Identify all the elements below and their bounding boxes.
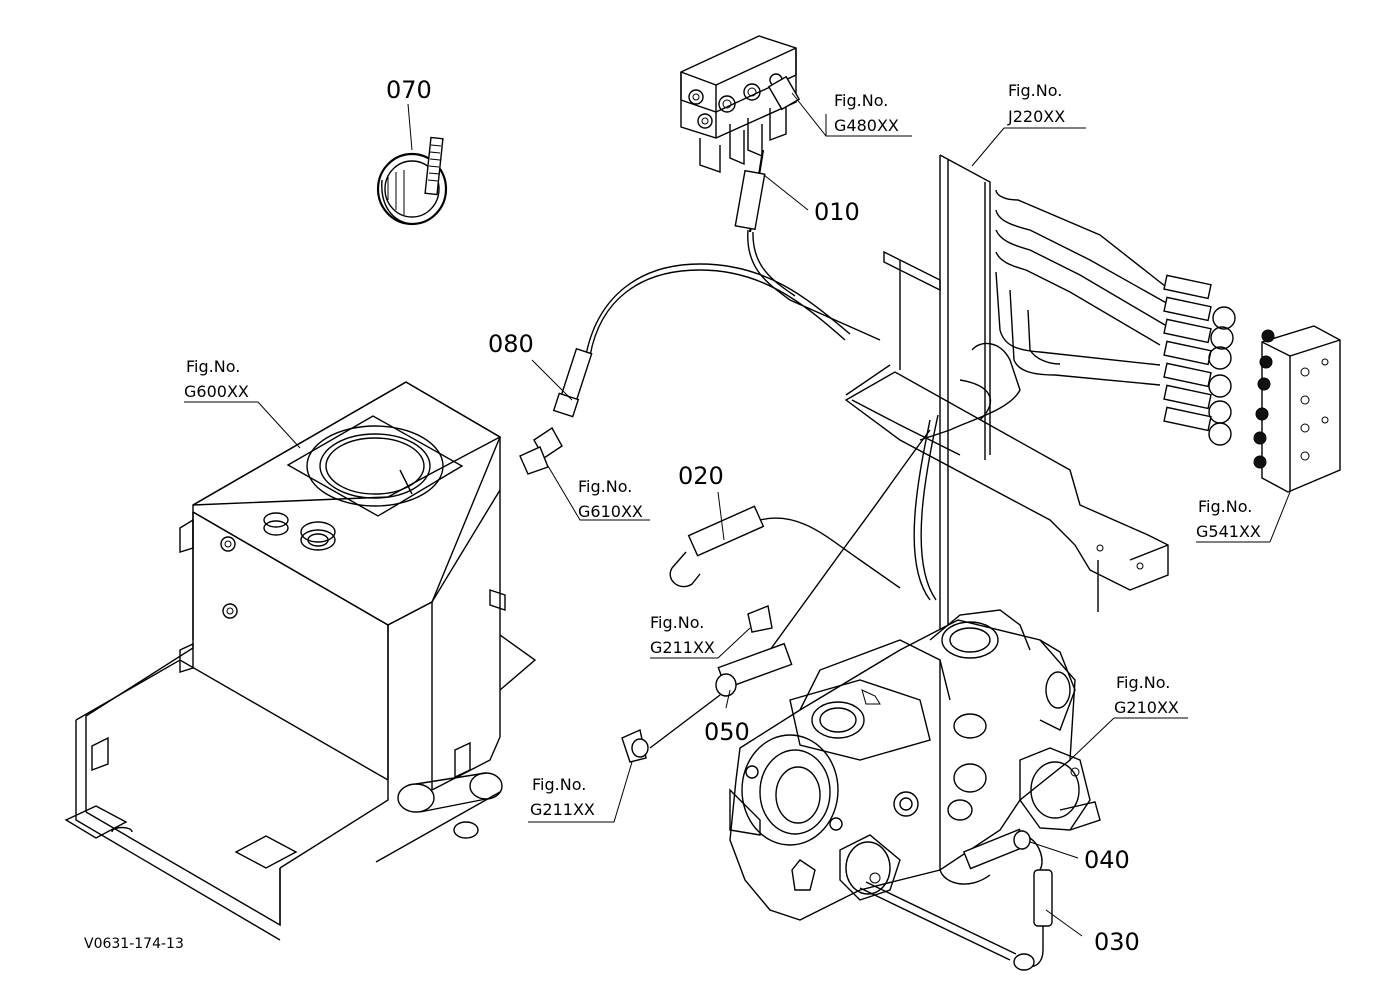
svg-text:Fig.No.: Fig.No.: [532, 775, 586, 794]
svg-text:G480XX: G480XX: [834, 116, 899, 135]
fig-ref-j220xx: Fig.No. J220XX: [1007, 81, 1065, 126]
fig-ref-g600xx: Fig.No. G600XX: [184, 357, 249, 401]
fig-ref-g610xx: Fig.No. G610XX: [578, 477, 643, 521]
fig-ref-g480xx: Fig.No. G480XX: [834, 91, 899, 135]
svg-text:Fig.No.: Fig.No.: [578, 477, 632, 496]
label-020: 020: [678, 462, 724, 490]
svg-text:G211XX: G211XX: [530, 800, 595, 819]
fitting-050: [621, 605, 793, 763]
label-070: 070: [386, 76, 432, 104]
hydraulic-tank: [64, 381, 537, 941]
svg-text:Fig.No.: Fig.No.: [650, 613, 704, 632]
leader-lines: [184, 92, 1291, 937]
label-080: 080: [488, 330, 534, 358]
svg-text:Fig.No.: Fig.No.: [1008, 81, 1062, 100]
hose-couplings: [1163, 274, 1236, 446]
label-010: 010: [814, 198, 860, 226]
diagram-code: V0631-174-13: [84, 936, 184, 952]
label-050: 050: [704, 718, 750, 746]
fig-ref-g211xx-upper: Fig.No. G211XX: [650, 613, 715, 657]
hose-010: [734, 149, 881, 341]
svg-text:Fig.No.: Fig.No.: [834, 91, 888, 110]
fig-ref-g541xx: Fig.No. G541XX: [1196, 497, 1261, 541]
svg-text:G600XX: G600XX: [184, 382, 249, 401]
label-030: 030: [1094, 928, 1140, 956]
svg-text:G541XX: G541XX: [1196, 522, 1261, 541]
svg-text:Fig.No.: Fig.No.: [186, 357, 240, 376]
svg-text:G211XX: G211XX: [650, 638, 715, 657]
coupler-manifold: [1253, 325, 1341, 493]
hose-020: [669, 429, 931, 651]
frame-bracket: [844, 154, 1236, 660]
band-clamp: [376, 136, 448, 226]
svg-text:G610XX: G610XX: [578, 502, 643, 521]
hose-040: [939, 660, 1043, 885]
svg-text:Fig.No.: Fig.No.: [1116, 673, 1170, 692]
fig-ref-g211xx-lower: Fig.No. G211XX: [530, 775, 595, 819]
control-valve-block: [680, 35, 801, 173]
label-040: 040: [1084, 846, 1130, 874]
svg-text:G210XX: G210XX: [1114, 698, 1179, 717]
hose-080: [519, 263, 851, 475]
svg-text:Fig.No.: Fig.No.: [1198, 497, 1252, 516]
hose-030: [859, 869, 1053, 971]
fig-ref-g210xx: Fig.No. G210XX: [1114, 673, 1179, 717]
svg-text:J220XX: J220XX: [1007, 107, 1065, 126]
